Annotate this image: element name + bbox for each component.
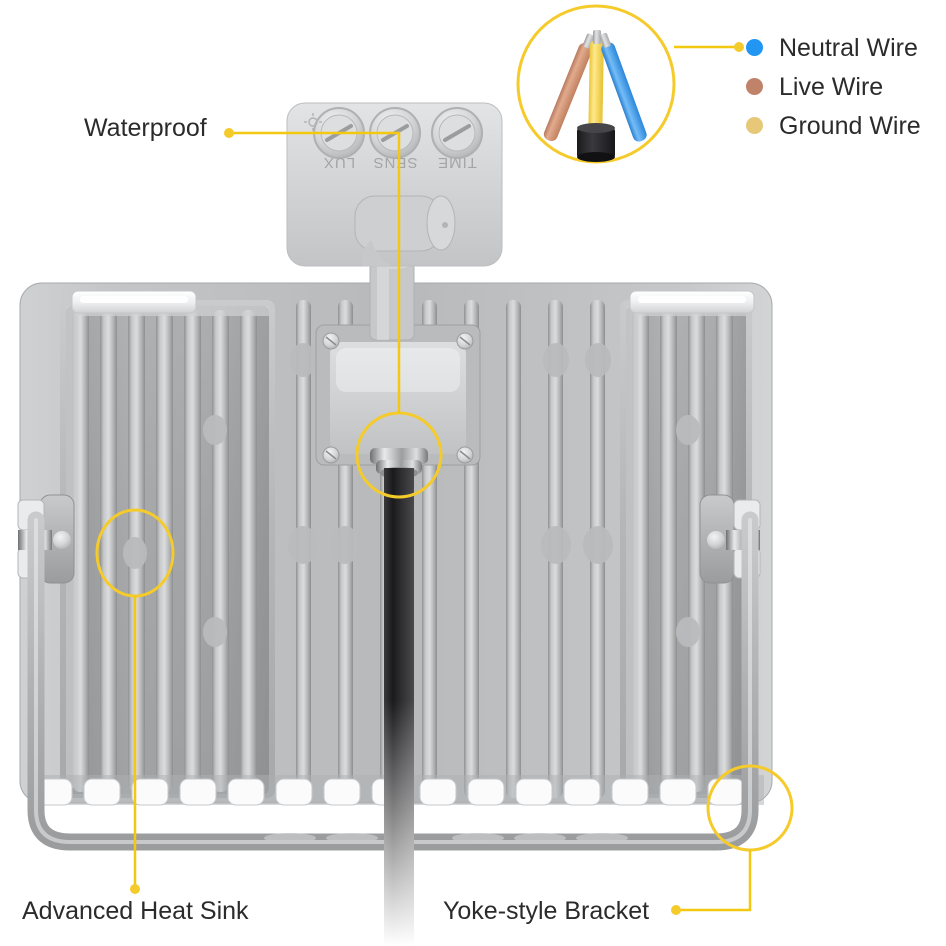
- side-bracket-left: [17, 494, 75, 584]
- legend-label-ground-wire: Ground Wire: [779, 112, 921, 140]
- wire-live-brown: [543, 33, 595, 142]
- power-cable: [384, 468, 414, 946]
- callout-heat-sink: [95, 508, 175, 894]
- sensor-dial-time[interactable]: [431, 107, 483, 159]
- callout-label-yoke-bracket: Yoke-style Bracket: [443, 897, 650, 925]
- callout-waterproof: [224, 128, 443, 499]
- heat-sink-right-panel: [620, 300, 752, 798]
- heat-sink-left-panel: [60, 300, 275, 798]
- mounting-clip-right: [629, 290, 755, 314]
- dial-label-time: TIME: [437, 154, 477, 171]
- callout-label-heat-sink: Advanced Heat Sink: [22, 897, 249, 925]
- callout-label-waterproof: Waterproof: [84, 114, 207, 142]
- dial-label-lux: LUX: [323, 154, 355, 171]
- wire-ground-yellow: [588, 29, 604, 145]
- motion-sensor-module: LUX SENS TIME: [286, 102, 503, 267]
- sensor-mount-post: [369, 255, 415, 341]
- legend-dot-live: [746, 78, 763, 95]
- wire-inset: [516, 4, 744, 164]
- floodlight-body: [19, 282, 773, 806]
- wire-sheath: [577, 123, 615, 162]
- legend-label-live-wire: Live Wire: [779, 73, 884, 101]
- callout-yoke-bracket: [671, 764, 794, 915]
- dial-label-sens: SENS: [373, 154, 418, 171]
- legend-dot-neutral: [746, 39, 763, 56]
- junction-box-screws: [322, 332, 474, 464]
- mounting-clip-left: [71, 290, 197, 314]
- legend-label-neutral-wire: Neutral Wire: [779, 34, 918, 62]
- brightness-sun-icon: [304, 113, 322, 131]
- legend-dot-ground: [746, 117, 763, 134]
- wire-neutral-blue: [599, 32, 647, 142]
